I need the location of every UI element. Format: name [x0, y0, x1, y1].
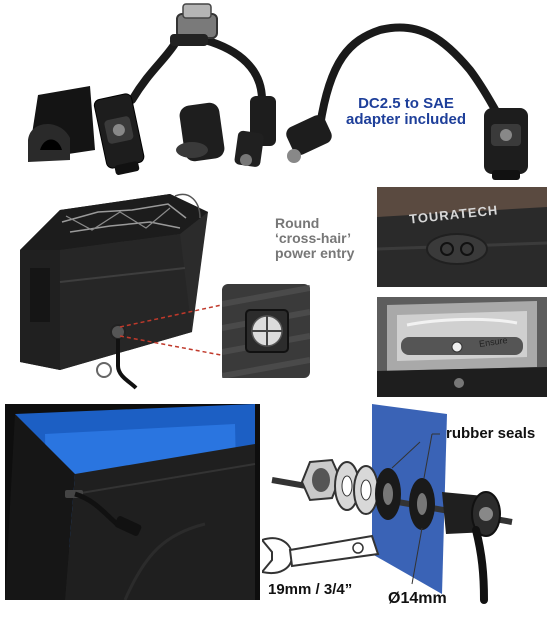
adapter-caption-line-2: adapter included: [345, 111, 467, 129]
cable-adapters-illustration: [28, 3, 528, 180]
dc-to-sae-adapter: [286, 23, 528, 180]
tank-photo: Ensure: [377, 297, 547, 397]
y-splitter-cable: [93, 3, 276, 175]
rubber-seals-label: rubber seals: [446, 425, 536, 442]
power-entry-caption-line-3: power entry: [275, 245, 355, 262]
brand-panel-graphic: [377, 187, 547, 287]
power-entry-caption-line-1: Round: [275, 215, 320, 231]
tank-bag-photo: [20, 193, 208, 390]
brand-panel-photo: TOURATECH: [377, 187, 547, 287]
adapter-caption: DC2.5 to SAE adapter included: [344, 95, 468, 129]
power-entry-zoom-inset: [222, 284, 310, 378]
wrench-icon: [262, 537, 294, 574]
bag-interior-photo: [5, 404, 260, 600]
adapter-caption-line-1: DC2.5 to SAE: [358, 95, 454, 112]
inline-fuse-holder: [176, 102, 225, 162]
power-entry-caption: Round ‘cross-hair’ power entry: [275, 215, 375, 262]
mount-exploded-diagram: [262, 404, 513, 604]
tank-graphic: [377, 297, 547, 397]
wrench-size-label: 19mm / 3/4”: [268, 581, 353, 598]
hole-size-label: Ø14mm: [388, 590, 447, 607]
power-entry-caption-line-2: ‘cross-hair’: [275, 230, 351, 247]
cable-clip: [28, 86, 95, 162]
